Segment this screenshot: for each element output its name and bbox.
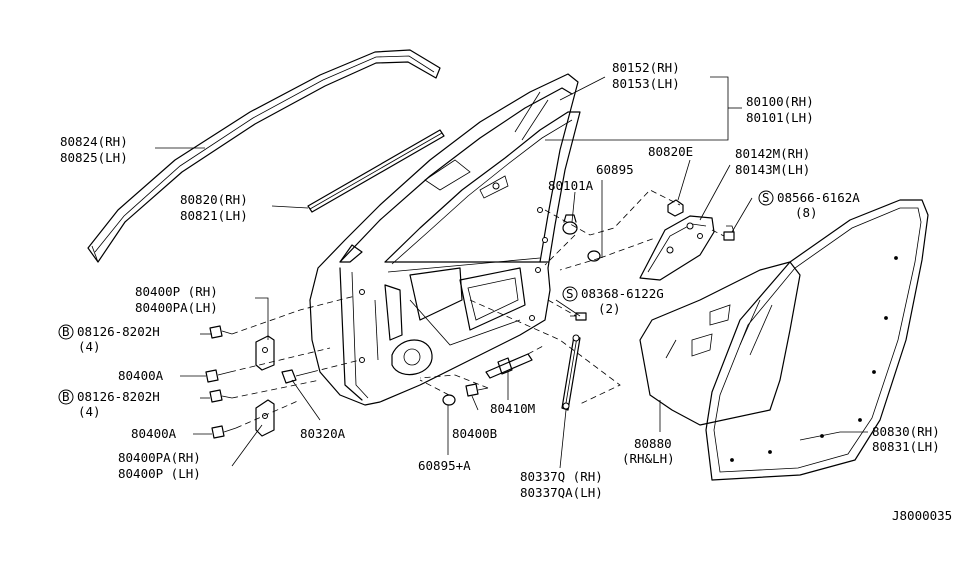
label-08566: 08566-6162A [777, 190, 860, 205]
label-80830: 80830(RH) [872, 424, 940, 439]
label-80400pa-rh: 80400PA(RH) [118, 450, 201, 465]
door-check-part [485, 353, 533, 379]
part-labels: 80152(RH) 80153(LH) 80100(RH) 80101(LH) … [58, 60, 952, 523]
b-symbol-2: B [62, 389, 70, 404]
label-80880: 80880 [634, 436, 672, 451]
door-weatherstrip-part [705, 199, 929, 481]
b-symbol: B [62, 324, 70, 339]
assembly-guides [229, 189, 725, 429]
label-80142m: 80142M(RH) [735, 146, 810, 161]
label-80101: 80101(LH) [746, 110, 814, 125]
screw-part [723, 225, 735, 241]
label-08368-qty: (2) [598, 301, 621, 316]
nut-part [667, 199, 684, 217]
leader-lines [155, 76, 868, 469]
bolt-part-b [465, 383, 489, 397]
label-60895: 60895 [596, 162, 634, 177]
check-bolt-part [281, 369, 313, 384]
label-60895a: 60895+A [418, 458, 471, 473]
label-80320a: 80320A [300, 426, 346, 441]
s-symbol-icon-2 [562, 286, 578, 302]
grommet-part [562, 214, 578, 235]
label-80337q: 80337Q (RH) [520, 469, 603, 484]
label-80824: 80824(RH) [60, 134, 128, 149]
bolt-part [205, 325, 237, 439]
clip-part [587, 250, 601, 262]
label-80400p: 80400P (RH) [135, 284, 218, 299]
label-80880-side: (RH&LH) [622, 451, 675, 466]
label-80400b: 80400B [452, 426, 497, 441]
b-symbol-icon-2 [58, 389, 74, 405]
label-80143m: 80143M(LH) [735, 162, 810, 177]
label-80152: 80152(RH) [612, 60, 680, 75]
outside-moulding-part [307, 129, 445, 213]
screw-part-2 [570, 312, 587, 321]
regulator-bracket-part [639, 215, 715, 281]
label-80820e: 80820E [648, 144, 693, 159]
label-80400p-lh: 80400P (LH) [118, 466, 201, 481]
sash-channel-part [561, 334, 581, 411]
label-80400a-lower: 80400A [131, 426, 177, 441]
s-symbol-icon [758, 190, 774, 206]
label-08126-lower: 08126-8202H [77, 389, 160, 404]
label-80825: 80825(LH) [60, 150, 128, 165]
label-08566-qty: (8) [795, 205, 818, 220]
label-80410m: 80410M [490, 401, 535, 416]
door-panel-part [309, 73, 581, 406]
b-symbol-icon [58, 324, 74, 340]
plug-part [442, 394, 456, 406]
label-80400pa: 80400PA(LH) [135, 300, 218, 315]
label-80337qa: 80337QA(LH) [520, 485, 603, 500]
diagram-code: J8000035 [892, 508, 952, 523]
s-symbol: S [762, 190, 770, 205]
label-80821: 80821(LH) [180, 208, 248, 223]
label-80820: 80820(RH) [180, 192, 248, 207]
label-80153: 80153(LH) [612, 76, 680, 91]
label-08126-lower-qty: (4) [78, 404, 101, 419]
label-08368: 08368-6122G [581, 286, 664, 301]
s-symbol-2: S [566, 286, 574, 301]
label-80400a-upper: 80400A [118, 368, 164, 383]
label-08126-upper-qty: (4) [78, 339, 101, 354]
sash-moulding-part [87, 49, 441, 263]
upper-hinge-part [255, 335, 275, 371]
label-80831: 80831(LH) [872, 439, 940, 454]
label-08126-upper: 08126-8202H [77, 324, 160, 339]
label-80101a: 80101A [548, 178, 594, 193]
door-glass-part [639, 261, 801, 426]
label-80100: 80100(RH) [746, 94, 814, 109]
